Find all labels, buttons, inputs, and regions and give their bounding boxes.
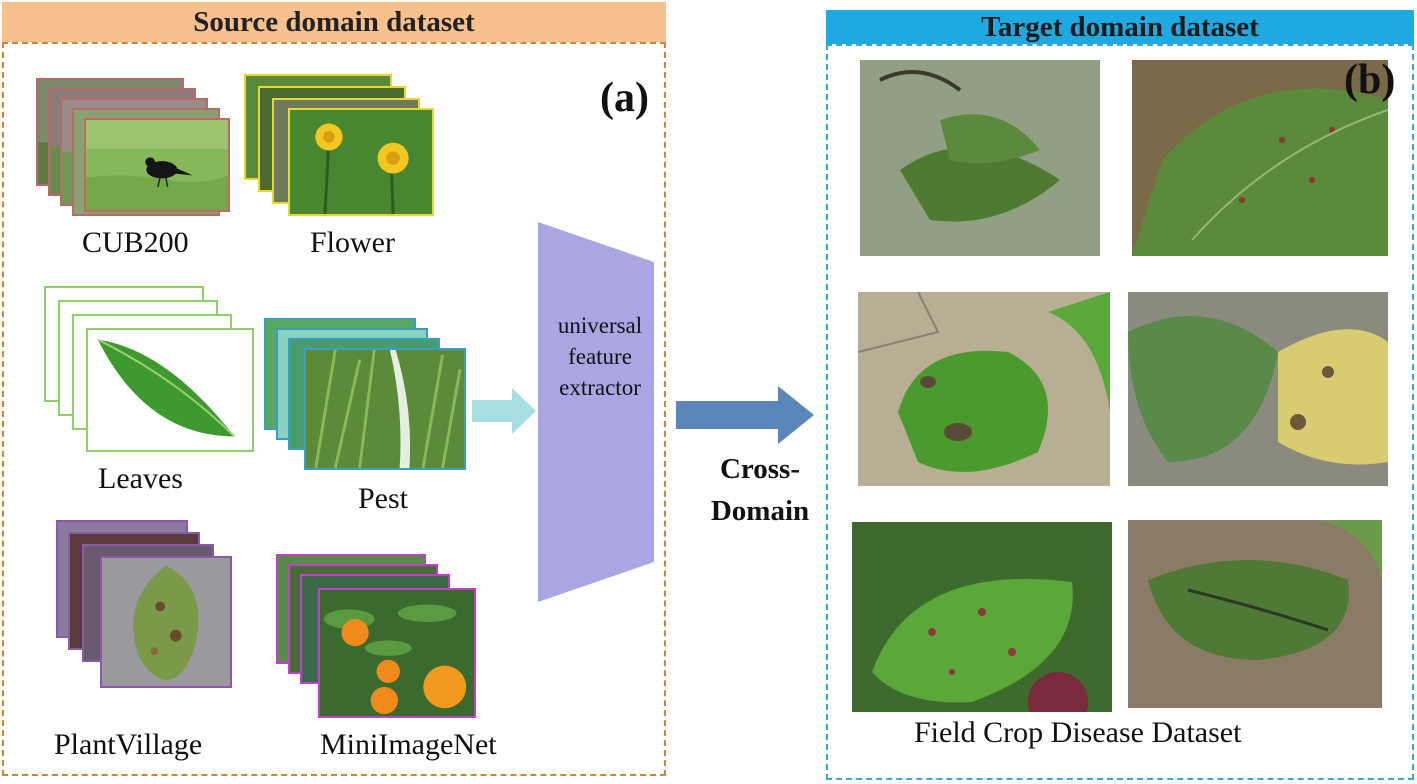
leaf-image [86,328,254,452]
disease-photo-3 [858,292,1110,486]
dataset-label-leaves: Leaves [98,462,183,495]
disease-photo-4 [1128,292,1388,486]
dataset-label-plantvillage: PlantVillage [54,728,203,761]
target-dataset-caption: Field Crop Disease Dataset [914,716,1242,749]
plantvillage-image-stack [56,520,236,692]
cub200-bird-image [84,118,230,212]
cub200-image-stack [36,78,236,218]
panel-a-label: (a) [600,75,649,121]
source-domain-title: Source domain dataset [193,5,475,38]
miniimagenet-image-stack [276,554,480,722]
extractor-label: universal feature extractor [557,313,643,400]
source-domain-header: Source domain dataset [2,2,666,42]
pest-image-stack [264,318,470,474]
target-domain-header: Target domain dataset [826,10,1414,44]
orange-tree-image [318,588,476,718]
flower-image-stack [244,74,444,219]
pest-image [304,348,466,470]
target-domain-box [826,44,1414,780]
dataset-label-pest: Pest [358,482,409,515]
plantvillage-leaf-image [100,556,232,688]
disease-photo-1 [860,60,1100,256]
universal-feature-extractor [538,222,654,602]
input-arrow [472,388,536,434]
target-domain-title: Target domain dataset [981,10,1259,43]
dataset-label-flower: Flower [310,226,395,259]
leaves-image-stack [44,286,256,458]
disease-photo-5 [852,522,1112,712]
dataset-label-miniimagenet: MiniImageNet [320,728,497,761]
panel-b-label: (b) [1344,57,1396,103]
cross-domain-arrow [676,386,814,444]
flower-image [288,108,434,216]
disease-photo-6 [1128,520,1382,708]
dataset-label-cub200: CUB200 [82,226,189,259]
disease-photo-2 [1132,60,1388,256]
cross-domain-label: Cross- Domain [710,453,810,527]
source-domain-box [2,42,666,776]
